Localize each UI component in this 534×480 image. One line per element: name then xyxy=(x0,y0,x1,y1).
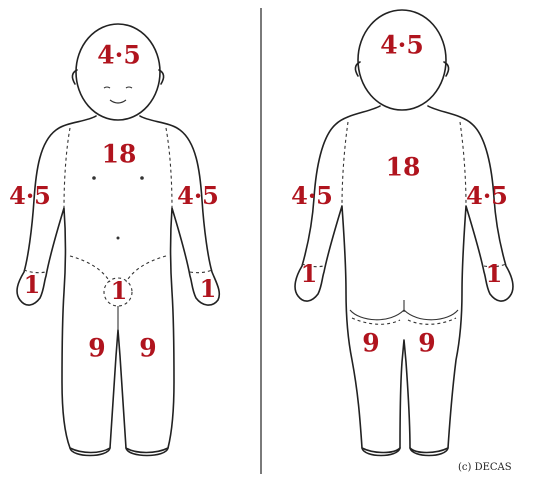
front-trunk-pct: 18 xyxy=(102,142,137,167)
front-genital-pct: 1 xyxy=(111,279,128,303)
front-head-pct: 4·5 xyxy=(97,43,141,68)
back-head-pct: 4·5 xyxy=(380,33,424,58)
front-head-outline xyxy=(76,24,160,120)
back-right-leg-pct: 9 xyxy=(362,331,379,356)
back-left-hand-pct: 1 xyxy=(486,262,503,286)
front-right-hand-pct: 1 xyxy=(24,273,41,297)
back-left-arm-pct: 4·5 xyxy=(466,184,508,208)
front-right-leg-pct: 9 xyxy=(88,336,105,361)
front-right-arm-pct: 4·5 xyxy=(9,184,51,208)
back-left-leg-pct: 9 xyxy=(418,331,435,356)
back-head-outline xyxy=(358,10,446,110)
back-trunk-pct: 18 xyxy=(386,155,421,180)
front-left-hand-pct: 1 xyxy=(200,277,217,301)
copyright-credit: (c) DECAS xyxy=(458,462,512,473)
front-left-arm-pct: 4·5 xyxy=(177,184,219,208)
back-right-hand-pct: 1 xyxy=(301,262,318,286)
back-right-arm-pct: 4·5 xyxy=(291,184,333,208)
front-left-leg-pct: 9 xyxy=(139,336,156,361)
back-figure xyxy=(295,10,513,456)
front-figure xyxy=(17,24,219,456)
